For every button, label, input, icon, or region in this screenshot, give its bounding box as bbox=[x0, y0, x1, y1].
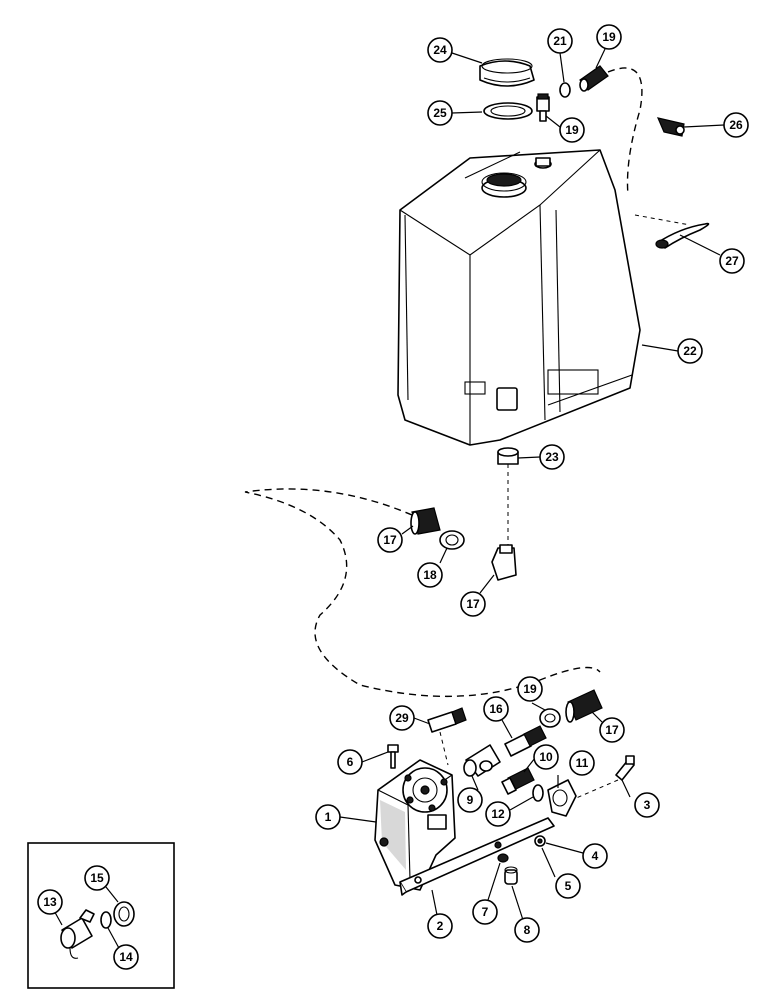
callout-20: 19 bbox=[596, 24, 622, 50]
svg-text:24: 24 bbox=[433, 43, 447, 57]
svg-text:29: 29 bbox=[395, 711, 409, 725]
svg-text:1: 1 bbox=[325, 810, 332, 824]
svg-text:19: 19 bbox=[565, 123, 579, 137]
bolt-6 bbox=[387, 744, 399, 769]
callout-18: 17 bbox=[460, 591, 486, 617]
breather-fitting bbox=[536, 93, 550, 122]
callout-19-lower: 19 bbox=[517, 676, 543, 702]
leader-lines bbox=[51, 48, 725, 951]
callout-9: 9 bbox=[457, 787, 483, 813]
callout-12: 12 bbox=[485, 801, 511, 827]
callout-22: 21 bbox=[547, 28, 573, 54]
svg-text:8: 8 bbox=[524, 923, 531, 937]
callout-8: 8 bbox=[514, 917, 540, 943]
o-ring-14 bbox=[100, 911, 112, 929]
svg-text:13: 13 bbox=[43, 895, 57, 909]
callout-19-upper: 18 bbox=[417, 562, 443, 588]
hose-end-upper bbox=[410, 507, 441, 535]
hose-clip bbox=[656, 117, 685, 137]
callout-25: 24 bbox=[427, 37, 453, 63]
callout-16: 16 bbox=[483, 696, 509, 722]
callout-17-upper: 17 bbox=[377, 527, 403, 553]
svg-text:12: 12 bbox=[491, 807, 505, 821]
filler-cap bbox=[479, 58, 535, 87]
bolt-3 bbox=[615, 755, 635, 781]
callout-24: 23 bbox=[539, 444, 565, 470]
mounting-bracket bbox=[399, 817, 555, 896]
callout-26: 25 bbox=[427, 100, 453, 126]
tee-fitting bbox=[463, 744, 501, 777]
fitting-16 bbox=[504, 725, 547, 757]
callout-14: 14 bbox=[113, 944, 139, 970]
callout-2: 2 bbox=[427, 913, 453, 939]
callout-13: 13 bbox=[37, 889, 63, 915]
elbow-fitting bbox=[491, 544, 517, 581]
svg-text:15: 15 bbox=[90, 871, 104, 885]
svg-text:17: 17 bbox=[605, 723, 619, 737]
nut-4 bbox=[534, 835, 546, 847]
svg-text:10: 10 bbox=[539, 750, 553, 764]
callout-29: 29 bbox=[389, 705, 415, 731]
hydraulic-pump bbox=[374, 759, 456, 891]
cap-gasket bbox=[483, 102, 533, 120]
callout-6: 6 bbox=[337, 749, 363, 775]
svg-text:21: 21 bbox=[553, 34, 567, 48]
inset-detail bbox=[27, 842, 175, 989]
fitting-10 bbox=[501, 767, 535, 795]
callout-4: 4 bbox=[582, 843, 608, 869]
svg-text:17: 17 bbox=[383, 533, 397, 547]
svg-text:19: 19 bbox=[523, 682, 537, 696]
callout-11b: 11 bbox=[569, 750, 595, 776]
svg-text:9: 9 bbox=[467, 793, 474, 807]
svg-text:5: 5 bbox=[565, 879, 572, 893]
svg-text:23: 23 bbox=[545, 450, 559, 464]
reservoir-tank bbox=[397, 149, 641, 446]
hose-end-lower bbox=[565, 689, 603, 723]
elbow-11 bbox=[547, 779, 577, 817]
callout-3: 3 bbox=[634, 792, 660, 818]
hose-clamp-lower bbox=[539, 708, 561, 728]
svg-text:26: 26 bbox=[729, 118, 743, 132]
svg-text:27: 27 bbox=[725, 254, 739, 268]
svg-text:2: 2 bbox=[437, 919, 444, 933]
svg-text:25: 25 bbox=[433, 106, 447, 120]
quick-coupler bbox=[60, 909, 95, 959]
svg-text:17: 17 bbox=[466, 597, 480, 611]
spacer-8 bbox=[504, 866, 518, 885]
svg-text:6: 6 bbox=[347, 755, 354, 769]
svg-text:19: 19 bbox=[602, 30, 616, 44]
svg-text:7: 7 bbox=[482, 905, 489, 919]
svg-text:18: 18 bbox=[423, 568, 437, 582]
hose-clamp-upper bbox=[439, 530, 465, 550]
svg-text:3: 3 bbox=[644, 798, 651, 812]
dust-cap bbox=[113, 901, 135, 927]
callout-27: 26 bbox=[723, 112, 749, 138]
o-ring-12 bbox=[532, 784, 544, 802]
svg-text:4: 4 bbox=[592, 849, 599, 863]
svg-text:11: 11 bbox=[576, 756, 589, 770]
callout-5: 5 bbox=[555, 873, 581, 899]
breather-hose-end bbox=[579, 65, 609, 92]
tank-outlet-fitting bbox=[497, 447, 519, 465]
callout-15: 15 bbox=[84, 865, 110, 891]
o-ring-small bbox=[559, 82, 571, 98]
svg-text:16: 16 bbox=[489, 702, 503, 716]
callout-7: 7 bbox=[472, 899, 498, 925]
svg-text:14: 14 bbox=[119, 950, 133, 964]
callout-1: 1 bbox=[315, 804, 341, 830]
fitting-29 bbox=[427, 707, 467, 733]
callout-10: 10 bbox=[533, 744, 559, 770]
callout-21: 19 bbox=[559, 117, 585, 143]
callout-23: 22 bbox=[677, 338, 703, 364]
callout-17-lower: 17 bbox=[599, 717, 625, 743]
callout-28: 27 bbox=[719, 248, 745, 274]
washer-7 bbox=[497, 853, 509, 863]
svg-text:22: 22 bbox=[683, 344, 697, 358]
